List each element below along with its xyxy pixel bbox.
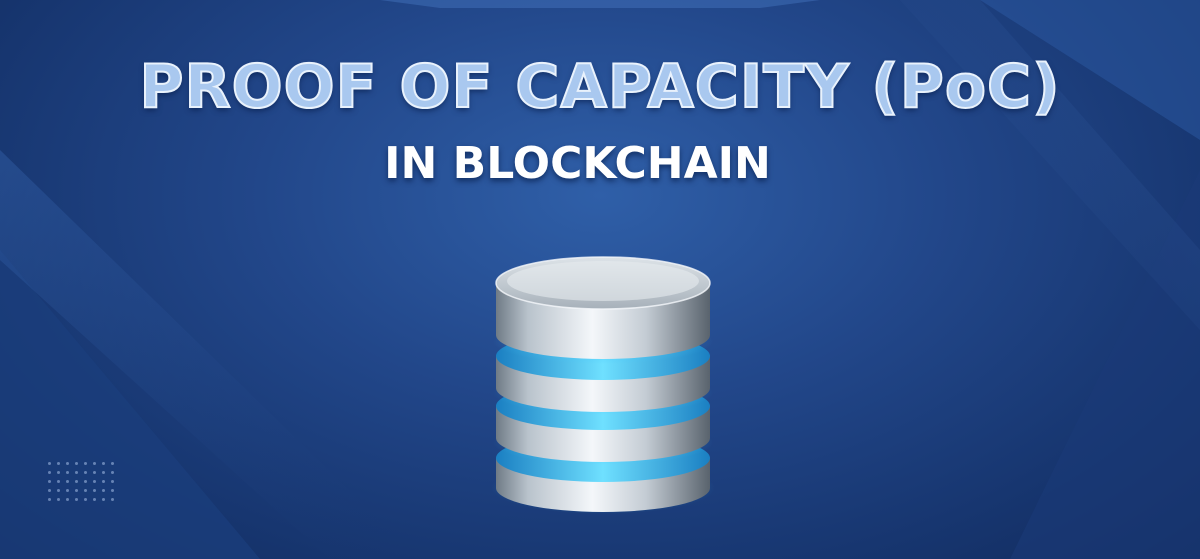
database-disk-1 xyxy=(495,256,711,359)
database-icon xyxy=(491,256,715,514)
decorative-dot-grid xyxy=(48,462,120,510)
page-title: PROOF OF CAPACITY (PoC) xyxy=(138,51,1061,123)
page-subtitle: IN BLOCKCHAIN xyxy=(384,138,771,189)
